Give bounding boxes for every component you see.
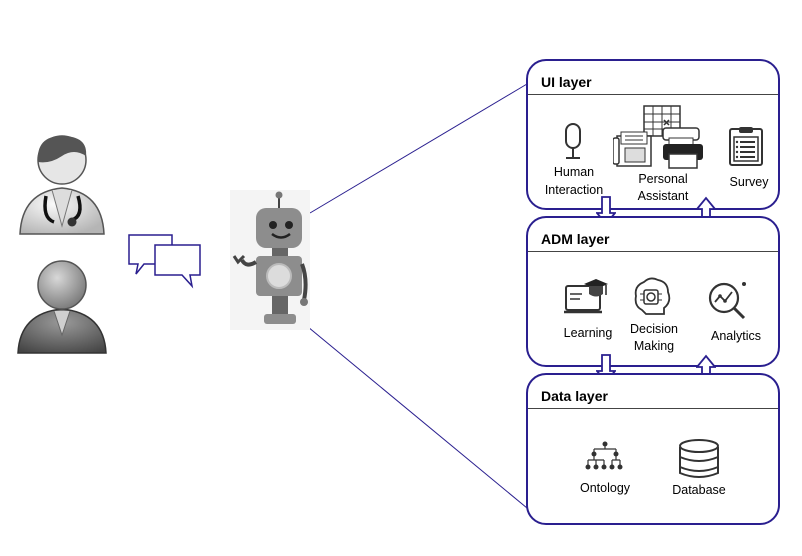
doctor-avatar: [14, 130, 110, 245]
decision-making-icon: [632, 276, 672, 316]
data-layer-box: Data layer Ontology: [526, 373, 780, 525]
ui-layer-box: UI layer Human Interaction: [526, 59, 780, 210]
ui-layer-divider: [528, 94, 778, 95]
human-interaction-label-1: Human: [553, 165, 595, 179]
connector-line-top: [309, 83, 528, 214]
personal-assistant-label-1: Personal: [638, 172, 688, 186]
ui-layer-title: UI layer: [541, 74, 592, 90]
survey-label: Survey: [729, 175, 769, 189]
robot-icon: [230, 190, 310, 330]
decision-making-label-1: Decision: [630, 322, 678, 336]
chat-bubbles-icon: [126, 232, 204, 290]
user-avatar: [14, 255, 110, 360]
learning-icon: [564, 276, 608, 316]
adm-layer-title: ADM layer: [541, 231, 610, 247]
ontology-icon: [584, 441, 626, 473]
analytics-label: Analytics: [710, 329, 762, 343]
adm-layer-box: ADM layer Learning Decision Making: [526, 216, 780, 367]
connector-line-bottom: [301, 321, 528, 509]
ontology-label: Ontology: [579, 481, 631, 495]
analytics-icon: [706, 278, 750, 322]
personal-assistant-label-2: Assistant: [637, 189, 689, 203]
microphone-icon: [563, 123, 583, 163]
database-icon: [678, 437, 720, 479]
adm-layer-divider: [528, 251, 778, 252]
data-layer-title: Data layer: [541, 388, 608, 404]
data-layer-divider: [528, 408, 778, 409]
database-label: Database: [672, 483, 726, 497]
human-interaction-label-2: Interaction: [544, 183, 604, 197]
learning-label: Learning: [563, 326, 613, 340]
survey-icon: [728, 127, 764, 167]
decision-making-label-2: Making: [633, 339, 675, 353]
personal-assistant-icon: [613, 104, 708, 172]
